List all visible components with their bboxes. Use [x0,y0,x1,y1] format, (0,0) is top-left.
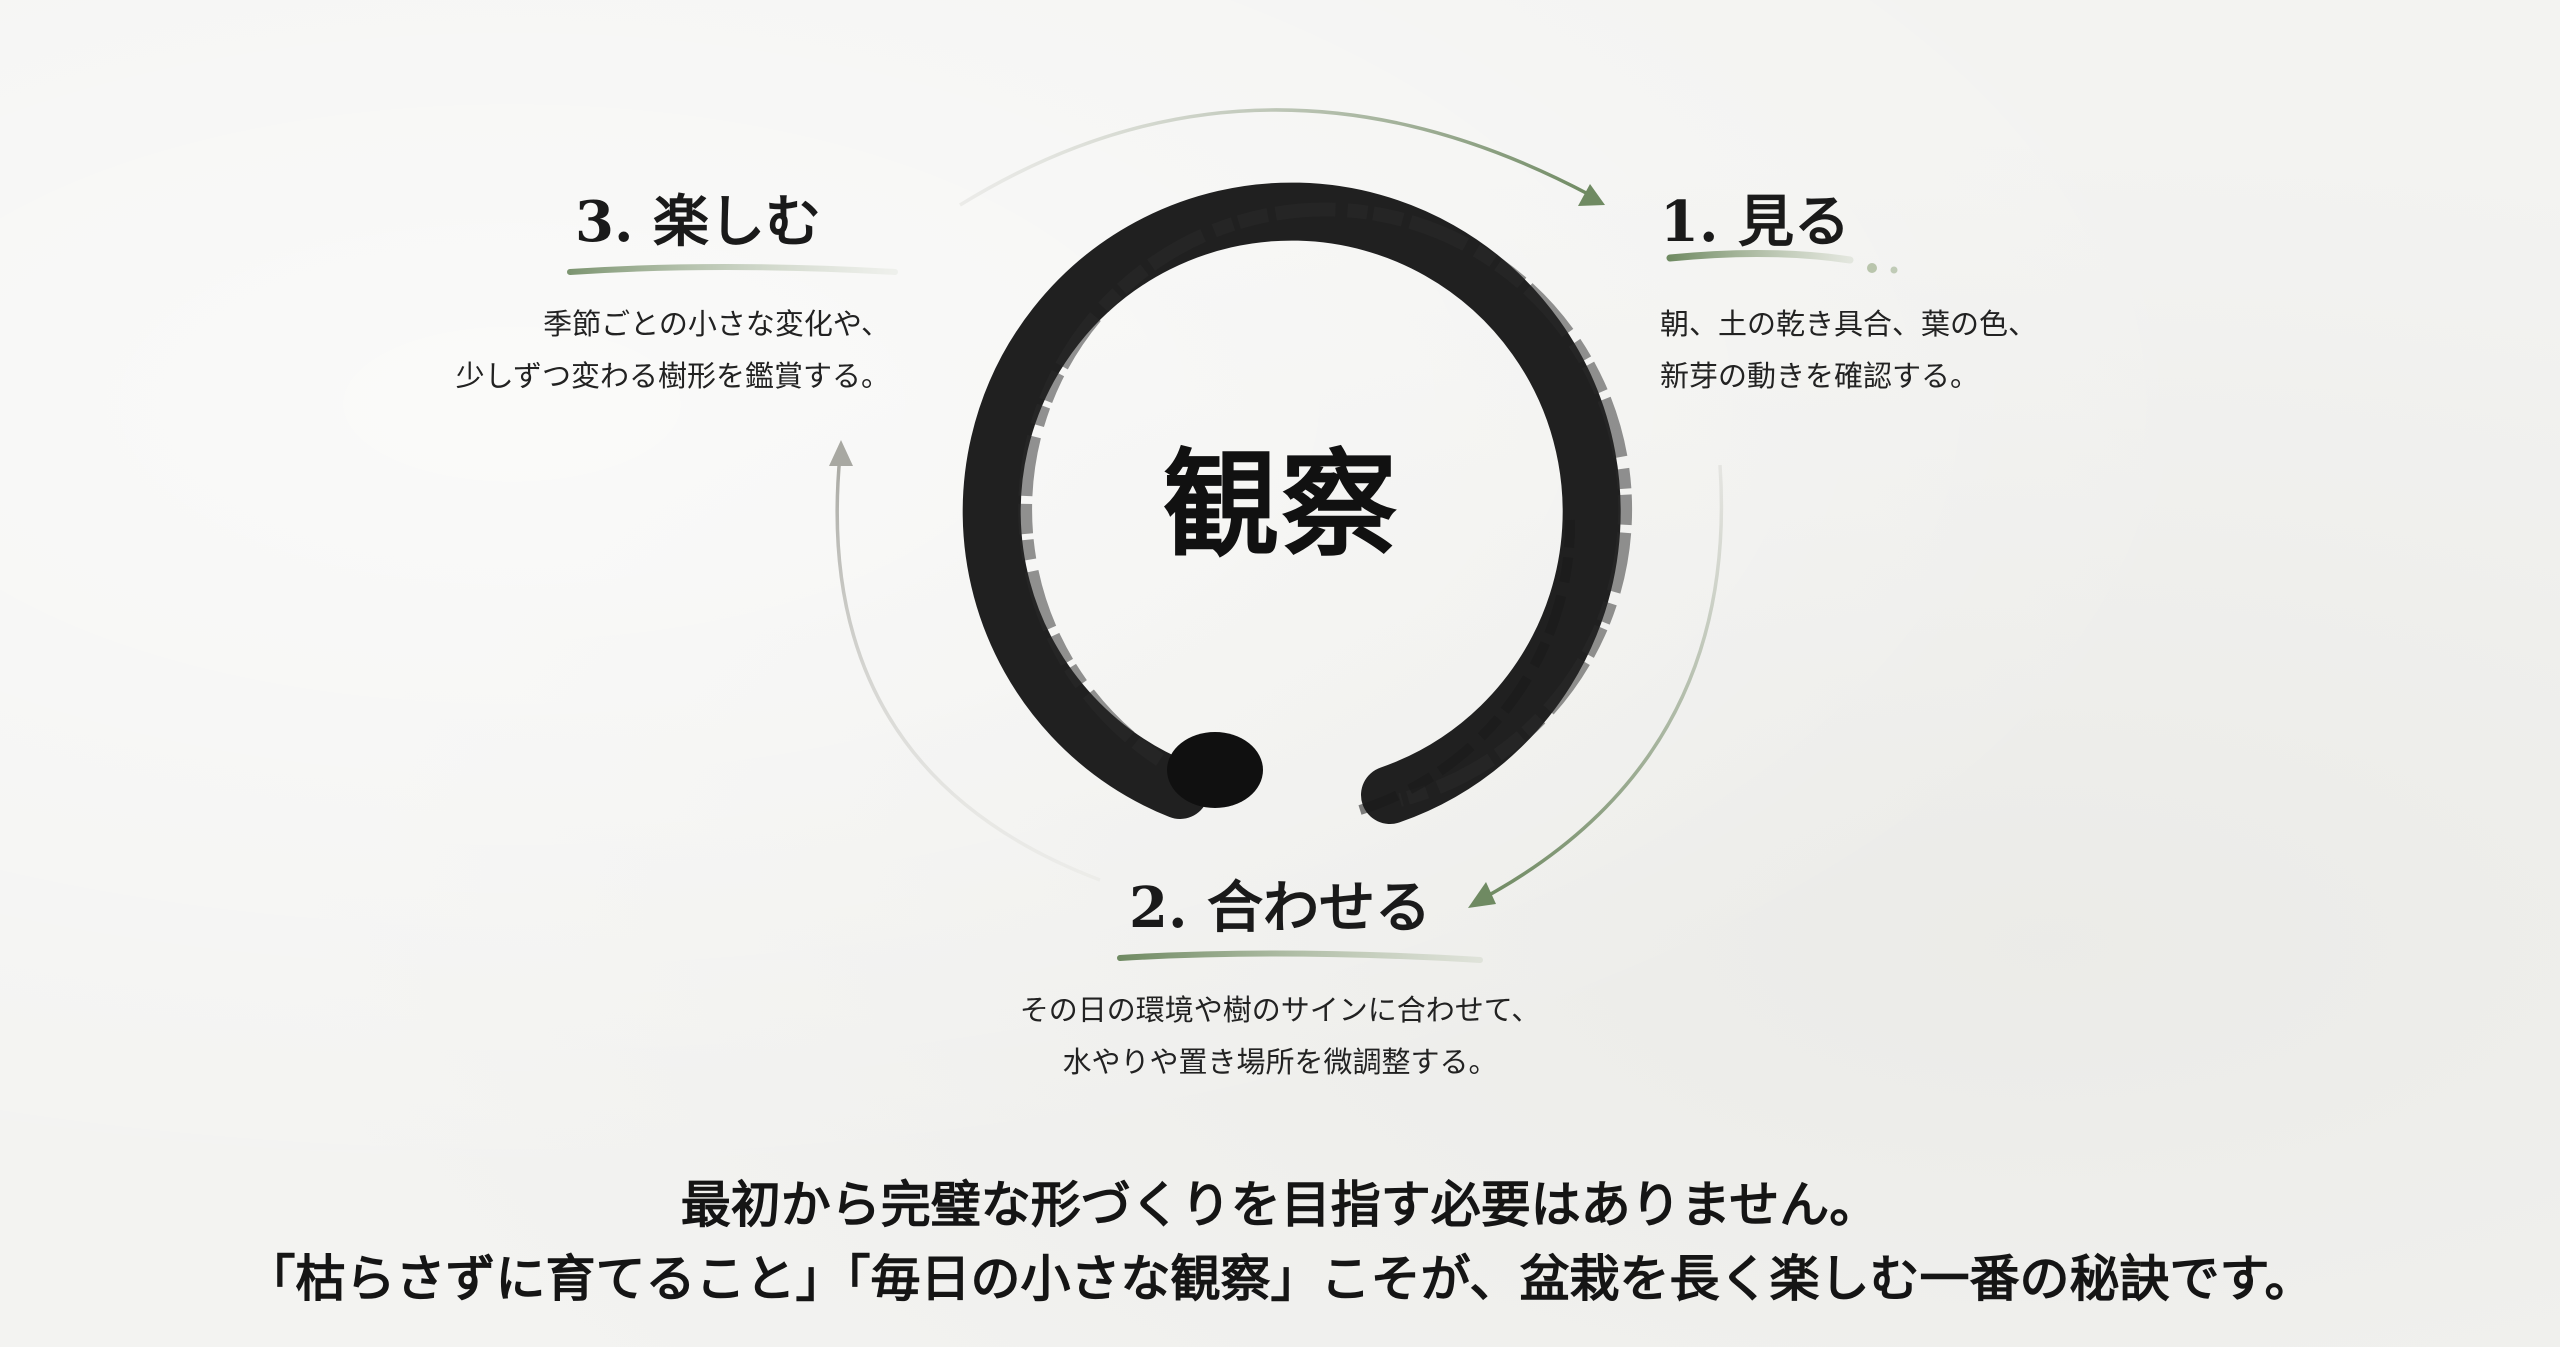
step-description-line: 水やりや置き場所を微調整する。 [1062,1045,1498,1079]
ink-dot [1890,266,1898,274]
step-description-line: 新芽の動きを確認する。 [1660,359,1980,393]
step-title: 1. 見る [1660,189,1850,255]
cycle-arrow-icon [1468,464,1724,908]
conclusion-line: 「枯らさずに育てること」「毎日の小さな観察」こそが、盆栽を長く楽しむ一番の秘訣で… [245,1250,2315,1308]
step-description: その日の環境や樹のサインに合わせて、 水やりや置き場所を微調整する。 [930,984,1630,1088]
step-2-underline [1117,950,1483,963]
enso-circle-icon [962,182,1633,824]
step-title: 2. 合わせる [1129,875,1431,941]
step-title: 3. 楽しむ [575,189,821,255]
conclusion-text: 最初から完璧な形づくりを目指す必要はありません。 「枯らさずに育てること」「毎日… [0,1168,2560,1316]
step-description: 季節ごとの小さな変化や、 少しずつ変わる樹形を鑑賞する。 [330,298,890,402]
conclusion-line: 最初から完璧な形づくりを目指す必要はありません。 [680,1176,1880,1234]
step-look: 1. 見る 朝、土の乾き具合、葉の色、 新芽の動きを確認する。 [1660,186,2220,402]
step-description-line: 朝、土の乾き具合、葉の色、 [1660,307,2038,341]
step-1-underline [1666,249,1854,264]
cycle-arrow-icon [959,108,1605,207]
cycle-arrow-icon [829,440,1101,882]
step-3-underline [567,264,898,275]
center-label: 観察 [1163,437,1399,573]
step-adjust: 2. 合わせる その日の環境や樹のサインに合わせて、 水やりや置き場所を微調整す… [930,872,1630,1088]
step-enjoy: 3. 楽しむ 季節ごとの小さな変化や、 少しずつ変わる樹形を鑑賞する。 [330,186,890,402]
ink-dot [1867,263,1877,273]
step-description-line: 少しずつ変わる樹形を鑑賞する。 [455,359,890,393]
step-description: 朝、土の乾き具合、葉の色、 新芽の動きを確認する。 [1660,298,2220,402]
step-description-line: 季節ごとの小さな変化や、 [543,307,890,341]
step-description-line: その日の環境や樹のサインに合わせて、 [1019,993,1541,1027]
